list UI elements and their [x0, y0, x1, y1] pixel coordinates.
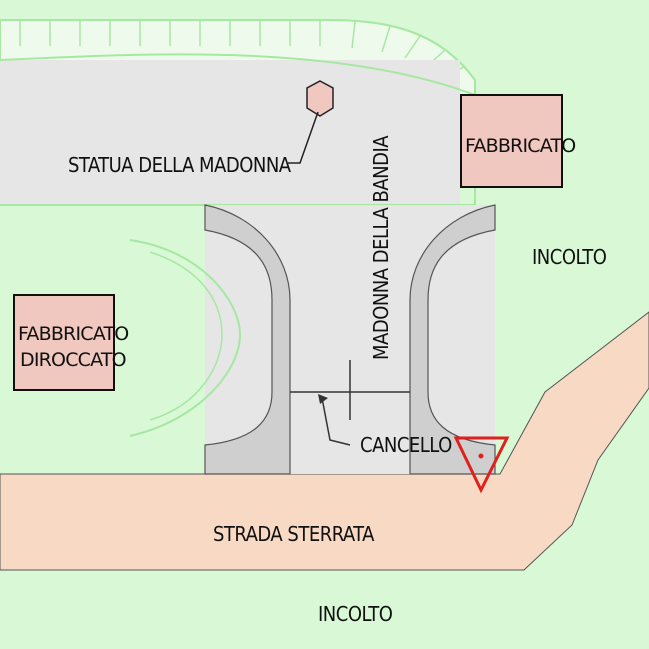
- marker-dot-icon: [478, 453, 484, 459]
- building-diroccato: [13, 294, 115, 391]
- left-curb: [204, 204, 291, 475]
- marker-triangle-icon: [453, 436, 510, 494]
- label-statua: STATUA DELLA MADONNA: [68, 153, 292, 177]
- left-hedge: [129, 239, 242, 437]
- statue-leader: [288, 111, 319, 164]
- dirt-road: [0, 311, 649, 571]
- gate-leader: [321, 397, 351, 446]
- label-strada: STRADA STERRATA: [213, 522, 375, 546]
- left-hedge-inner: [149, 251, 223, 421]
- label-incolto-bottom: INCOLTO: [318, 602, 393, 626]
- label-diroccato-line2: DIROCCATO: [20, 349, 126, 371]
- gate-arrow: [318, 394, 328, 404]
- statue-icon: [306, 80, 334, 117]
- label-incolto-right: INCOLTO: [532, 245, 607, 269]
- building-fabbricato: [460, 94, 563, 188]
- label-cancello: CANCELLO: [360, 433, 452, 457]
- label-road-name: MADONNA DELLA BANDIA: [369, 135, 393, 360]
- label-diroccato-line1: FABBRICATO: [18, 323, 128, 345]
- courtyard-edge: [0, 53, 476, 206]
- paved-courtyard: [0, 60, 460, 205]
- right-curb: [409, 204, 496, 475]
- label-fabbricato: FABBRICATO: [465, 135, 575, 157]
